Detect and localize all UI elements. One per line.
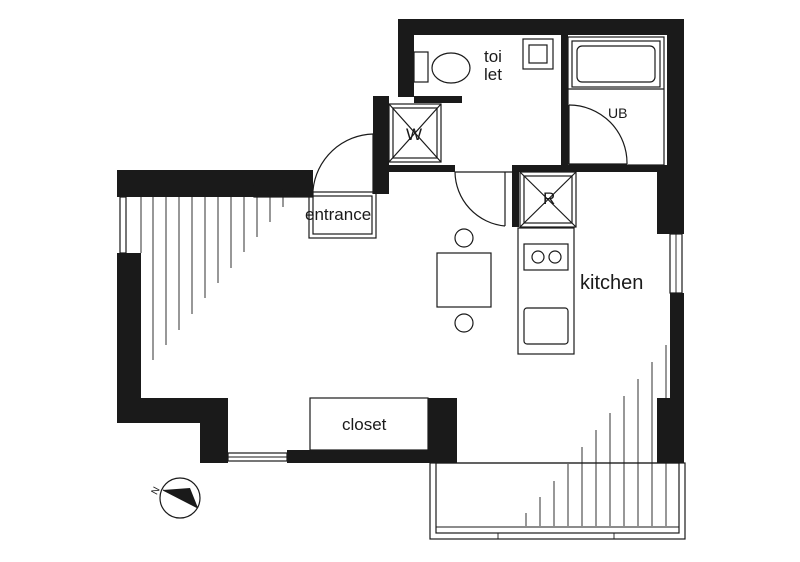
unit-bath bbox=[567, 36, 665, 166]
washer bbox=[388, 103, 442, 163]
shoe-box-label: shoe box bbox=[256, 187, 297, 198]
corridor-door bbox=[454, 171, 512, 227]
refrigerator-label: R bbox=[543, 189, 555, 208]
windows bbox=[119, 196, 686, 540]
toilet-fixture bbox=[413, 51, 471, 84]
toilet-label-line1: toi bbox=[484, 47, 502, 66]
kitchen-label: kitchen bbox=[580, 272, 643, 294]
entrance-door bbox=[308, 133, 377, 239]
dining-table bbox=[436, 228, 492, 333]
blind-right bbox=[525, 345, 667, 526]
north-label: N bbox=[150, 485, 163, 497]
blind-left bbox=[140, 197, 284, 360]
closet-label: closet bbox=[342, 415, 387, 434]
kitchen-counter bbox=[517, 227, 575, 355]
closet bbox=[309, 397, 429, 451]
toilet-sink bbox=[522, 38, 554, 70]
washer-label: W bbox=[406, 125, 422, 144]
shoe-box bbox=[253, 185, 314, 198]
unit-bath-label: UB bbox=[608, 105, 627, 121]
walls bbox=[117, 19, 684, 463]
entrance-label: entrance bbox=[305, 205, 371, 224]
toilet-label-line2: let bbox=[484, 65, 502, 84]
refrigerator bbox=[519, 171, 577, 228]
north-arrow bbox=[159, 477, 201, 519]
